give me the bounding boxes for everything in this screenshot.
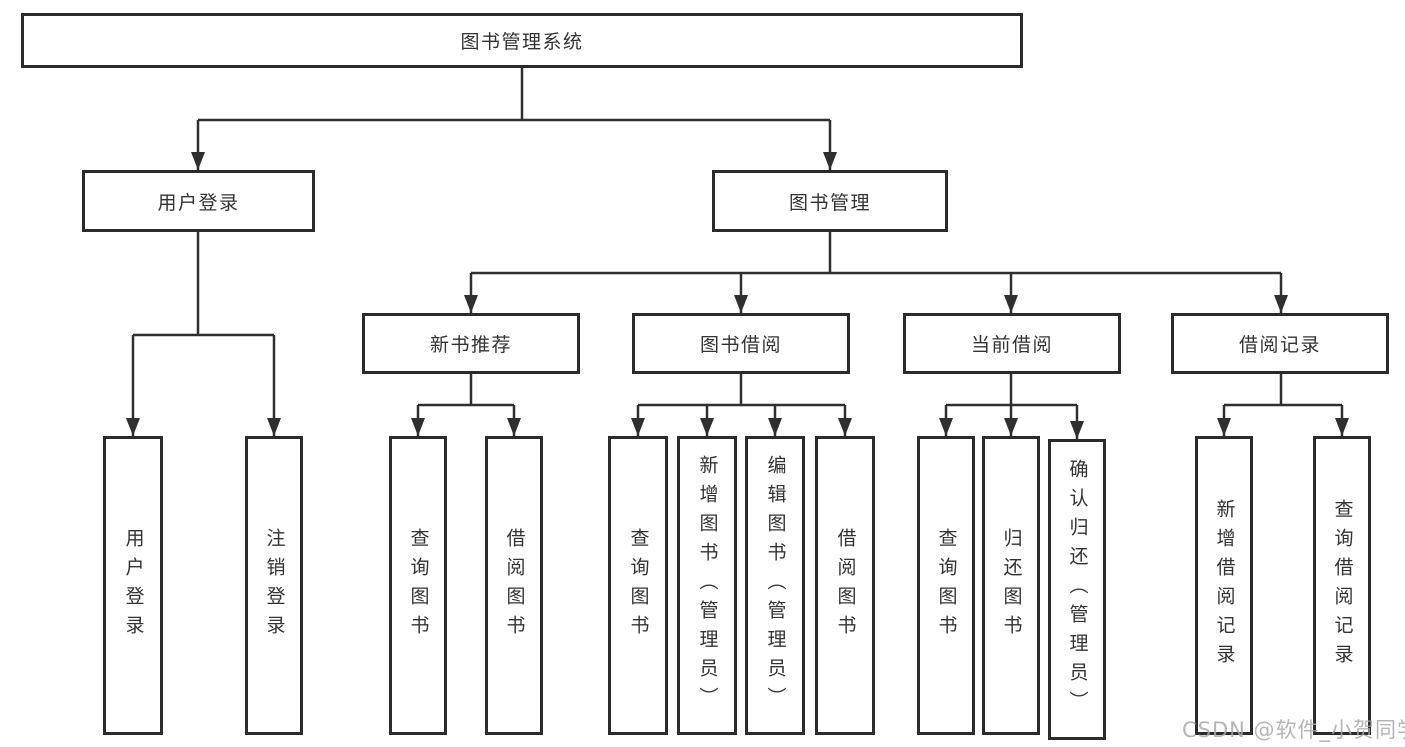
- node-confirm-return-admin: 确认归还（管理员）: [1048, 439, 1106, 740]
- node-label: 确认归还（管理员）: [1066, 459, 1089, 720]
- node-borrowing-records: 借阅记录: [1171, 313, 1389, 374]
- node-new-book-recommendation: 新书推荐: [362, 313, 580, 374]
- node-label: 当前借阅: [970, 334, 1053, 356]
- node-query-books-2: 查询图书: [608, 436, 668, 735]
- node-label: 借阅图书: [503, 527, 526, 644]
- node-user-login-action: 用户登录: [103, 436, 163, 735]
- node-edit-books-admin: 编辑图书（管理员）: [745, 436, 805, 735]
- node-label: 借阅记录: [1238, 334, 1321, 356]
- node-current-borrowing: 当前借阅: [903, 313, 1121, 374]
- node-add-books-admin: 新增图书（管理员）: [677, 436, 737, 735]
- node-query-borrow-record: 查询借阅记录: [1313, 436, 1371, 735]
- node-label: 新增图书（管理员）: [696, 455, 719, 716]
- node-label: 用户登录: [122, 527, 145, 644]
- node-label: 查询图书: [935, 527, 958, 644]
- node-label: 编辑图书（管理员）: [764, 455, 787, 716]
- node-label: 查询借阅记录: [1331, 498, 1354, 673]
- node-label: 图书管理: [788, 191, 871, 214]
- node-label: 用户登录: [157, 191, 240, 214]
- node-query-books-3: 查询图书: [917, 436, 975, 735]
- node-return-books: 归还图书: [982, 436, 1040, 735]
- node-label: 借阅图书: [834, 527, 857, 644]
- node-label: 注销登录: [263, 527, 286, 644]
- node-query-books-1: 查询图书: [389, 436, 447, 735]
- node-label: 图书管理系统: [460, 31, 584, 53]
- node-label: 查询图书: [407, 527, 430, 644]
- node-label: 新书推荐: [429, 334, 512, 356]
- node-borrow-books-2: 借阅图书: [815, 436, 875, 735]
- node-borrow-books-1: 借阅图书: [485, 436, 543, 735]
- csdn-watermark: CSDN @软件_小贺同学: [1182, 718, 1405, 742]
- node-book-management: 图书管理: [712, 170, 948, 232]
- node-label: 图书借阅: [699, 334, 782, 356]
- node-logout: 注销登录: [245, 436, 303, 735]
- node-label: 查询图书: [627, 527, 650, 644]
- node-library-management-system: 图书管理系统: [21, 13, 1023, 68]
- node-book-borrowing: 图书借阅: [632, 313, 850, 374]
- node-label: 新增借阅记录: [1213, 498, 1236, 673]
- node-label: 归还图书: [1000, 527, 1023, 644]
- node-add-borrow-record: 新增借阅记录: [1195, 436, 1253, 735]
- node-user-login: 用户登录: [82, 170, 315, 232]
